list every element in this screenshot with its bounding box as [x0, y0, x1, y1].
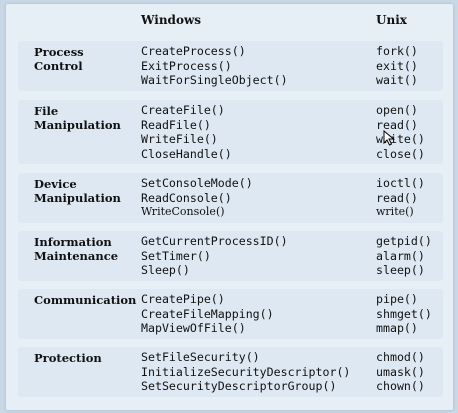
unix-call: alarm() [376, 248, 425, 263]
windows-call: SetSecurityDescriptorGroup() [141, 379, 337, 394]
unix-call: read() [376, 117, 418, 132]
windows-call: SetConsoleMode() [141, 176, 253, 190]
windows-call: InitializeSecurityDescriptor() [141, 364, 351, 379]
mouse-cursor-icon [383, 130, 395, 146]
group-background [18, 41, 443, 91]
unix-call: fork() [376, 44, 418, 58]
unix-call: exit() [376, 58, 418, 73]
unix-call: mmap() [376, 321, 418, 336]
windows-calls: CreateFile() ReadFile() WriteFile() Clos… [141, 103, 232, 162]
windows-call: SetTimer() [141, 248, 211, 263]
windows-call: GetCurrentProcessID() [141, 234, 288, 248]
unix-call: close() [376, 147, 425, 162]
unix-calls: fork() exit() wait() [376, 44, 418, 88]
windows-call: ExitProcess() [141, 58, 232, 73]
unix-call: read() [376, 190, 418, 205]
windows-call: CreatePipe() [141, 292, 225, 306]
unix-call: open() [376, 103, 418, 117]
group-background [18, 173, 443, 223]
windows-call: ReadConsole() [141, 190, 232, 205]
windows-call: WaitForSingleObject() [141, 73, 288, 88]
unix-calls: pipe() shmget() mmap() [376, 292, 432, 336]
windows-call: Sleep() [141, 263, 190, 278]
windows-call: CreateProcess() [141, 44, 246, 58]
unix-call: pipe() [376, 292, 418, 306]
header-windows: Windows [141, 13, 202, 27]
windows-call: CreateFile() [141, 103, 225, 117]
unix-call: sleep() [376, 263, 425, 278]
group-background [18, 231, 443, 281]
unix-calls: ioctl() read() write() [376, 176, 425, 220]
unix-call: ioctl() [376, 176, 425, 190]
header-unix: Unix [376, 13, 407, 27]
windows-call: ReadFile() [141, 117, 211, 132]
windows-calls: CreateProcess() ExitProcess() WaitForSin… [141, 44, 288, 88]
unix-call: wait() [376, 73, 418, 88]
unix-call: write() [376, 205, 414, 219]
unix-calls: chmod() umask() chown() [376, 350, 425, 394]
group-background [18, 289, 443, 339]
windows-calls: CreatePipe() CreateFileMapping() MapView… [141, 292, 274, 336]
windows-call: CreateFileMapping() [141, 306, 274, 321]
windows-call: SetFileSecurity() [141, 350, 260, 364]
category-label: Communication [34, 293, 137, 307]
windows-call: WriteFile() [141, 132, 218, 147]
windows-calls: SetFileSecurity() InitializeSecurityDesc… [141, 350, 350, 394]
windows-call: WriteConsole() [141, 205, 225, 219]
unix-call: umask() [376, 364, 425, 379]
unix-call: shmget() [376, 306, 432, 321]
unix-call: chmod() [376, 350, 425, 364]
windows-call: CloseHandle() [141, 147, 232, 162]
group-background [18, 347, 443, 397]
unix-call: getpid() [376, 234, 432, 248]
windows-call: MapViewOfFile() [141, 321, 246, 336]
group-background [18, 100, 443, 164]
windows-calls: SetConsoleMode() ReadConsole() WriteCons… [141, 176, 253, 220]
category-label: Protection [34, 351, 102, 365]
unix-calls: getpid() alarm() sleep() [376, 234, 432, 278]
unix-call: chown() [376, 379, 425, 394]
windows-calls: GetCurrentProcessID() SetTimer() Sleep() [141, 234, 288, 278]
